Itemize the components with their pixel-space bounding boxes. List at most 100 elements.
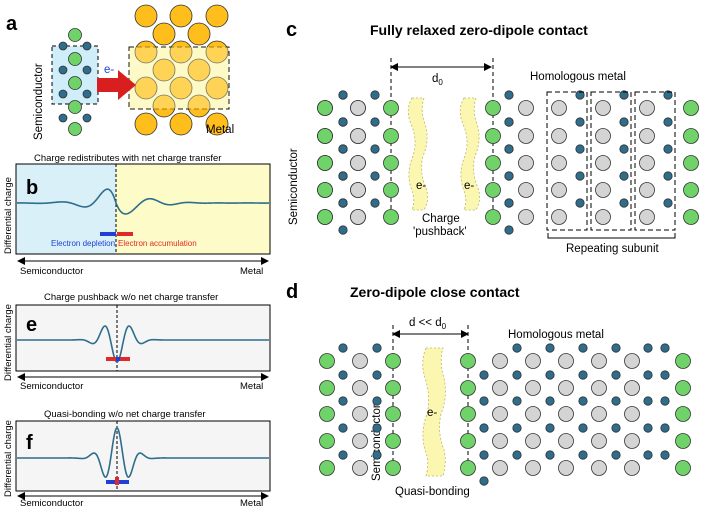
gray-atom bbox=[595, 182, 611, 198]
gray-atom bbox=[492, 460, 508, 476]
gray-atom bbox=[624, 460, 640, 476]
gray-atom bbox=[551, 100, 567, 116]
panel-b-frame bbox=[15, 163, 271, 255]
gray-atom bbox=[595, 209, 611, 225]
blue-atom bbox=[660, 343, 670, 353]
gold-atom bbox=[205, 112, 229, 136]
gray-atom bbox=[639, 182, 655, 198]
green-atom bbox=[317, 128, 333, 144]
panel-f-marker-right bbox=[119, 480, 129, 484]
green-atom bbox=[460, 380, 476, 396]
gray-atom bbox=[639, 209, 655, 225]
blue-atom bbox=[545, 370, 555, 380]
gray-atom bbox=[595, 100, 611, 116]
blue-atom bbox=[58, 65, 68, 75]
blue-atom bbox=[578, 450, 588, 460]
green-atom bbox=[317, 209, 333, 225]
blue-atom bbox=[504, 225, 514, 235]
gray-atom bbox=[518, 155, 534, 171]
green-atom bbox=[485, 128, 501, 144]
blue-atom bbox=[372, 343, 382, 353]
metal-label: Metal bbox=[206, 124, 234, 136]
panel-f: Quasi-bonding w/o net charge transfer f … bbox=[3, 409, 271, 509]
gray-atom bbox=[492, 353, 508, 369]
blue-atom bbox=[619, 198, 629, 208]
green-atom bbox=[383, 182, 399, 198]
blue-atom bbox=[663, 198, 673, 208]
blue-atom bbox=[338, 225, 348, 235]
blue-atom bbox=[504, 90, 514, 100]
gold-atom bbox=[169, 40, 193, 64]
gray-atom bbox=[591, 433, 607, 449]
blue-atom bbox=[58, 89, 68, 99]
green-atom bbox=[675, 460, 691, 476]
gray-atom bbox=[639, 100, 655, 116]
green-atom bbox=[68, 76, 82, 90]
gold-atom bbox=[169, 76, 193, 100]
differential-charge-curve bbox=[17, 188, 269, 215]
green-atom bbox=[383, 155, 399, 171]
gray-atom bbox=[551, 209, 567, 225]
panel-e-label: e bbox=[26, 314, 37, 336]
gold-atom bbox=[205, 76, 229, 100]
quasi-bonding-label: Quasi-bonding bbox=[395, 486, 470, 498]
gray-atom bbox=[492, 406, 508, 422]
green-atom bbox=[385, 380, 401, 396]
panel-d-label: d bbox=[286, 281, 298, 303]
green-atom bbox=[683, 100, 699, 116]
pushback-curve bbox=[17, 325, 269, 363]
gold-atom bbox=[134, 4, 158, 28]
depletion-label: Electron depletion bbox=[51, 239, 115, 248]
gray-atom bbox=[525, 353, 541, 369]
gray-atom bbox=[558, 433, 574, 449]
green-atom bbox=[460, 406, 476, 422]
blue-atom bbox=[575, 198, 585, 208]
green-atom bbox=[68, 52, 82, 66]
blue-atom bbox=[660, 396, 670, 406]
gray-atom bbox=[518, 100, 534, 116]
gray-atom bbox=[624, 380, 640, 396]
charge-transfer-arrow bbox=[97, 70, 136, 100]
blue-atom bbox=[578, 396, 588, 406]
gray-atom bbox=[525, 460, 541, 476]
green-atom bbox=[383, 209, 399, 225]
blue-atom bbox=[660, 450, 670, 460]
blue-atom bbox=[370, 198, 380, 208]
blue-atom bbox=[479, 423, 489, 433]
pushback-cloud-left bbox=[407, 97, 428, 211]
green-atom bbox=[68, 28, 82, 42]
green-atom bbox=[68, 100, 82, 114]
semiconductor-atoms bbox=[58, 28, 92, 136]
panel-f-marker-center bbox=[115, 477, 119, 485]
panel-e-xright: Metal bbox=[240, 381, 263, 392]
gray-atom bbox=[591, 406, 607, 422]
blue-atom bbox=[338, 198, 348, 208]
panel-e-marker-center bbox=[116, 357, 120, 361]
gold-atom bbox=[152, 94, 176, 118]
blue-atom bbox=[338, 90, 348, 100]
gold-atom bbox=[169, 4, 193, 28]
metal-atoms bbox=[134, 4, 229, 136]
gold-atom bbox=[187, 22, 211, 46]
panel-c-semiconductor-label: Semiconductor bbox=[288, 148, 300, 225]
gold-atom bbox=[205, 40, 229, 64]
green-atom bbox=[460, 353, 476, 369]
green-atom bbox=[317, 155, 333, 171]
panel-c: c Fully relaxed zero-dipole contact d0 H… bbox=[286, 19, 699, 255]
blue-atom bbox=[643, 450, 653, 460]
blue-atom bbox=[611, 343, 621, 353]
blue-atom bbox=[82, 89, 92, 99]
repeating-subunit-label: Repeating subunit bbox=[566, 243, 660, 255]
panel-b: Charge redistributes with net charge tra… bbox=[3, 153, 271, 277]
gold-atom bbox=[169, 112, 193, 136]
blue-atom bbox=[619, 117, 629, 127]
blue-atom bbox=[58, 41, 68, 51]
green-atom bbox=[460, 433, 476, 449]
panel-e-marker-right bbox=[120, 357, 130, 361]
blue-atom bbox=[338, 117, 348, 127]
gray-atom bbox=[350, 128, 366, 144]
blue-atom bbox=[370, 117, 380, 127]
gray-atom bbox=[558, 353, 574, 369]
panel-b-xleft: Semiconductor bbox=[20, 266, 83, 277]
